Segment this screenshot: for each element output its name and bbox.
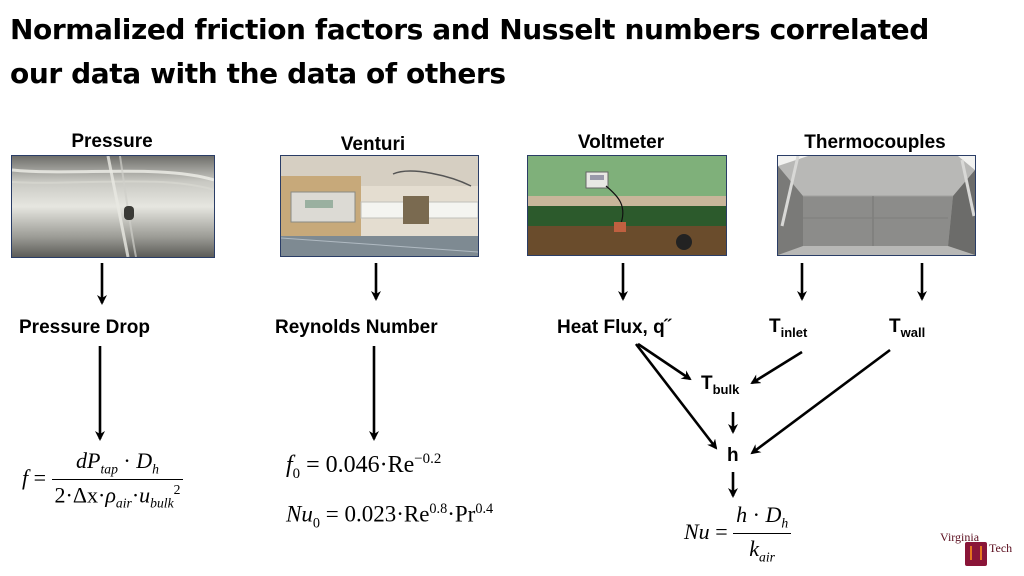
friction-factor-equation: f = dPtap · Dh 2·Δx·ρair·ubulk2 <box>22 448 184 512</box>
nu-air-sub: air <box>759 549 775 565</box>
f0-correlation: f0 = 0.046·Re−0.2 <box>286 451 441 483</box>
slide-title: Normalized friction factors and Nusselt … <box>10 8 1010 96</box>
friction-dot: · <box>123 448 131 473</box>
nu-d: D <box>765 502 782 527</box>
slide-title-line1: Normalized friction factors and Nusselt … <box>10 13 929 46</box>
friction-dp: dP <box>76 448 101 473</box>
nu0-exponent-pr: 0.4 <box>475 501 494 517</box>
nu-fraction: h · Dh kair <box>733 502 792 566</box>
arrow-heatflux-to-h <box>634 343 718 450</box>
nu0-lhs: Nu <box>286 501 313 527</box>
logo-seal-icon <box>965 542 987 566</box>
t-inlet-symbol: T <box>769 316 781 337</box>
arrow-twall-to-h <box>750 348 891 455</box>
nu-dh-sub: h <box>781 515 789 531</box>
logo-line1: Virginia <box>940 530 980 544</box>
friction-rho: ρ <box>105 482 116 508</box>
nu-equals: = <box>715 518 728 544</box>
sensor-label-thermocouples: Thermocouples <box>804 132 946 153</box>
nu0-exponent-re: 0.8 <box>429 501 448 517</box>
friction-2dx: 2·Δx <box>54 482 99 508</box>
virginia-tech-logo: Virginia Tech <box>937 528 1019 572</box>
friction-fraction: dPtap · Dh 2·Δx·ρair·ubulk2 <box>51 448 184 512</box>
quantity-t-inlet: Tinlet <box>769 316 807 340</box>
nu-h: h <box>736 502 748 527</box>
f0-lhs: f <box>286 452 293 478</box>
thermocouples-photo <box>777 155 976 256</box>
friction-sq-sup: 2 <box>173 482 181 498</box>
t-bulk-symbol: T <box>701 373 713 394</box>
quantity-pressure-drop: Pressure Drop <box>19 317 150 338</box>
friction-dh: D <box>136 448 153 473</box>
t-bulk-subscript: bulk <box>712 381 740 397</box>
quantity-h: h <box>727 445 739 466</box>
t-wall-subscript: wall <box>900 324 926 340</box>
friction-u: u <box>139 482 151 508</box>
nu0-rhs-a: = 0.023·Re <box>325 501 430 527</box>
arrow-heatflux-to-tbulk <box>637 342 692 381</box>
quantity-heat-flux: Heat Flux, q˝ <box>557 317 672 338</box>
logo-line2: Tech <box>989 541 1013 555</box>
t-inlet-subscript: inlet <box>780 324 808 340</box>
f0-rhs: = 0.046·Re <box>306 452 415 478</box>
nu0-correlation: Nu0 = 0.023·Re0.8·Pr0.4 <box>286 501 493 532</box>
slide-title-line2: our data with the data of others <box>10 57 506 90</box>
sensor-label-pressure: Pressure <box>71 131 153 152</box>
quantity-t-bulk: Tbulk <box>701 373 739 397</box>
nu-dot: · <box>752 502 760 527</box>
nu-lhs: Nu <box>684 518 710 544</box>
sensor-label-voltmeter: Voltmeter <box>577 132 665 153</box>
friction-lhs: f <box>22 465 29 491</box>
quantity-reynolds-number: Reynolds Number <box>275 317 438 338</box>
nusselt-equation: Nu = h · Dh kair <box>684 502 792 566</box>
venturi-photo <box>280 155 479 257</box>
friction-air-sub: air <box>115 496 132 512</box>
pressure-tap-photo <box>11 155 215 258</box>
sensor-label-venturi: Venturi <box>340 134 406 155</box>
t-wall-symbol: T <box>889 316 901 337</box>
nu0-lhs-sub: 0 <box>312 515 320 532</box>
f0-exponent: −0.2 <box>414 451 442 467</box>
f0-lhs-sub: 0 <box>292 465 301 482</box>
friction-bulk-sub: bulk <box>150 496 174 512</box>
nu0-rhs-b: ·Pr <box>447 501 476 527</box>
arrow-tinlet-to-tbulk <box>750 350 803 385</box>
friction-h-sub: h <box>152 461 159 477</box>
quantity-t-wall: Twall <box>889 316 925 340</box>
nu-k: k <box>749 536 760 562</box>
voltmeter-photo <box>527 155 727 256</box>
friction-tap-sub: tap <box>100 461 118 477</box>
